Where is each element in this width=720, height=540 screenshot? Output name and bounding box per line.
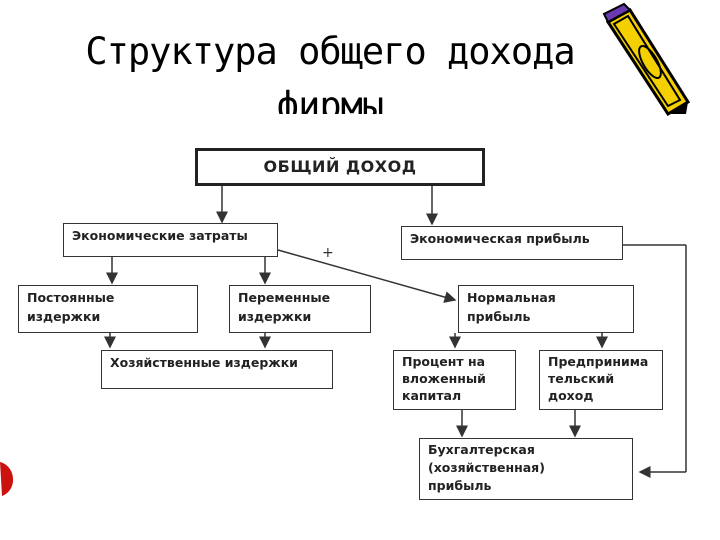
total-income-box: ОБЩИЙ ДОХОД (195, 148, 485, 186)
page-title: Структура общего дохода (85, 30, 575, 73)
plus-sign: + (322, 245, 334, 261)
normal-profit-box: Нормальная прибыль (458, 285, 634, 333)
accounting-costs-box: Хозяйственные издержки (101, 350, 333, 389)
page-title-line2: фирмы (276, 84, 384, 114)
pencil-icon (602, 2, 690, 117)
interest-box: Процент на вложенный капитал (393, 350, 516, 410)
entrepreneur-income-box: Предпринима тельский доход (539, 350, 663, 410)
red-corner-shape (0, 462, 14, 496)
fixed-costs-box: Постоянные издержки (18, 285, 198, 333)
economic-costs-box: Экономические затраты (63, 223, 278, 257)
economic-profit-box: Экономическая прибыль (401, 226, 623, 260)
variable-costs-box: Переменные издержки (229, 285, 371, 333)
accounting-profit-box: Бухгалтерская (хозяйственная) прибыль (419, 438, 633, 500)
